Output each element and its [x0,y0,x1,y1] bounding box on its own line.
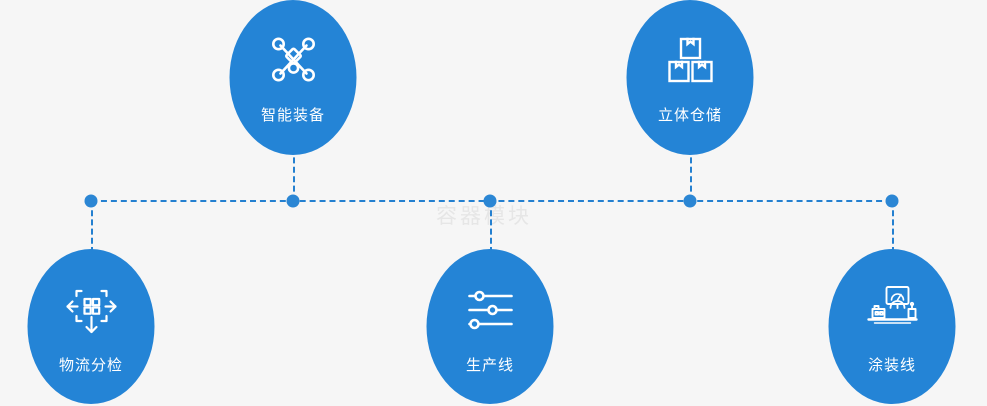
connector-line-painting-line [892,201,894,253]
node-label: 智能装备 [260,107,325,124]
node-logistics-sorting[interactable]: 物流分检 [27,249,155,404]
sorting-scan-arrows-icon [63,282,119,338]
junction-dot-production-line[interactable] [483,194,497,208]
node-smart-equipment[interactable]: 智能装备 [229,0,357,155]
node-stereoscopic-warehouse[interactable]: 立体仓储 [626,0,754,155]
connector-line-smart-equipment [293,148,295,201]
connector-line-logistics-sorting [91,201,93,253]
node-production-line[interactable]: 生产线 [426,249,554,404]
junction-dot-logistics-sorting[interactable] [84,194,98,208]
node-label: 生产线 [465,357,514,374]
connector-line-production-line [490,201,492,253]
junction-dot-smart-equipment[interactable] [286,194,300,208]
junction-dot-stereoscopic-warehouse[interactable] [683,194,697,208]
watermark-text: 容器模块 [436,205,532,228]
factory-monitor-icon [864,282,920,338]
node-painting-line[interactable]: 涂装线 [828,249,956,404]
connector-line-stereoscopic-warehouse [690,148,692,201]
junction-dot-painting-line[interactable] [885,194,899,208]
node-label: 物流分检 [58,357,123,374]
network-nodes-icon [265,32,321,88]
stacked-boxes-icon [662,32,718,88]
sliders-icon [462,282,518,338]
node-label: 涂装线 [867,357,916,374]
node-label: 立体仓储 [657,107,722,124]
